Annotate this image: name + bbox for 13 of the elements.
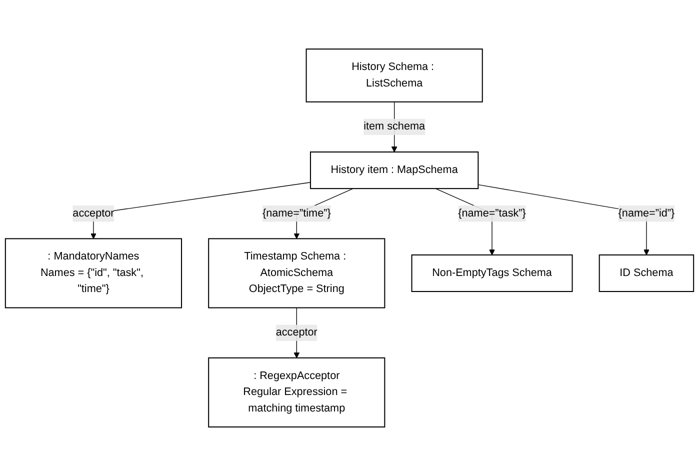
node-box: Non-EmptyTags Schema <box>411 254 573 292</box>
edge-label: {name=”time”} <box>262 208 331 220</box>
node-box: Timestamp Schema : AtomicSchema ObjectType = String <box>208 238 386 308</box>
edge-label: item schema <box>364 120 426 132</box>
node-box: History Schema : ListSchema <box>306 48 483 102</box>
node-box: : RegexpAcceptor Regular Expression = matching timestamp <box>208 357 386 428</box>
node-box: History item : MapSchema <box>310 151 479 190</box>
edge-label: acceptor <box>276 326 318 338</box>
edge-label: {name=”id”} <box>618 208 675 220</box>
edge-label: acceptor <box>72 208 114 220</box>
edge-label: {name=”task”} <box>458 208 526 220</box>
node-box: ID Schema <box>598 254 694 292</box>
node-box: : MandatoryNames Names = {"id", "task", "time"} <box>4 238 182 308</box>
